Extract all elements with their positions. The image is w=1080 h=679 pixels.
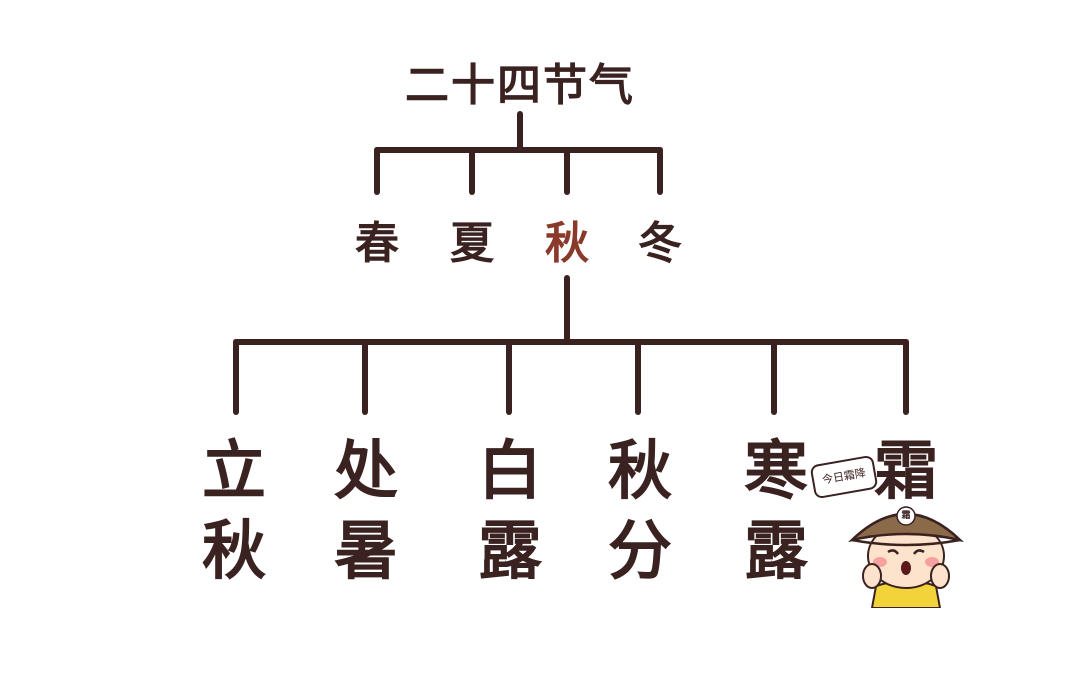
- season-spring: 春: [355, 218, 399, 269]
- term-qiufen: 秋 分: [600, 432, 680, 592]
- cartoon-character-illustration: [847, 506, 965, 608]
- season-winter: 冬: [638, 218, 682, 269]
- term-char: 暑: [334, 515, 398, 589]
- term-bailu: 白 露: [470, 432, 550, 592]
- cartoon-sticker: 霜 今日霜降: [808, 454, 968, 608]
- term-chushu: 处 暑: [326, 432, 406, 592]
- term-char: 立: [202, 435, 266, 509]
- term-char: 露: [744, 515, 808, 589]
- term-hanlu: 寒 露: [736, 432, 816, 592]
- term-char: 露: [478, 515, 542, 589]
- term-char: 霜: [874, 435, 938, 509]
- term-char: 处: [334, 435, 398, 509]
- term-char: 秋: [608, 435, 672, 509]
- term-char: 秋: [202, 515, 266, 589]
- term-shuangjiang: 霜: [866, 432, 946, 512]
- season-summer: 夏: [450, 218, 494, 269]
- hat-badge-text: 霜: [901, 511, 911, 521]
- term-liqiu: 立 秋: [194, 432, 274, 592]
- root-node-label: 二十四节气: [405, 60, 635, 111]
- season-autumn-highlighted: 秋: [545, 218, 589, 269]
- term-char: 寒: [744, 435, 808, 509]
- term-char: 白: [478, 435, 542, 509]
- term-char: 分: [608, 515, 672, 589]
